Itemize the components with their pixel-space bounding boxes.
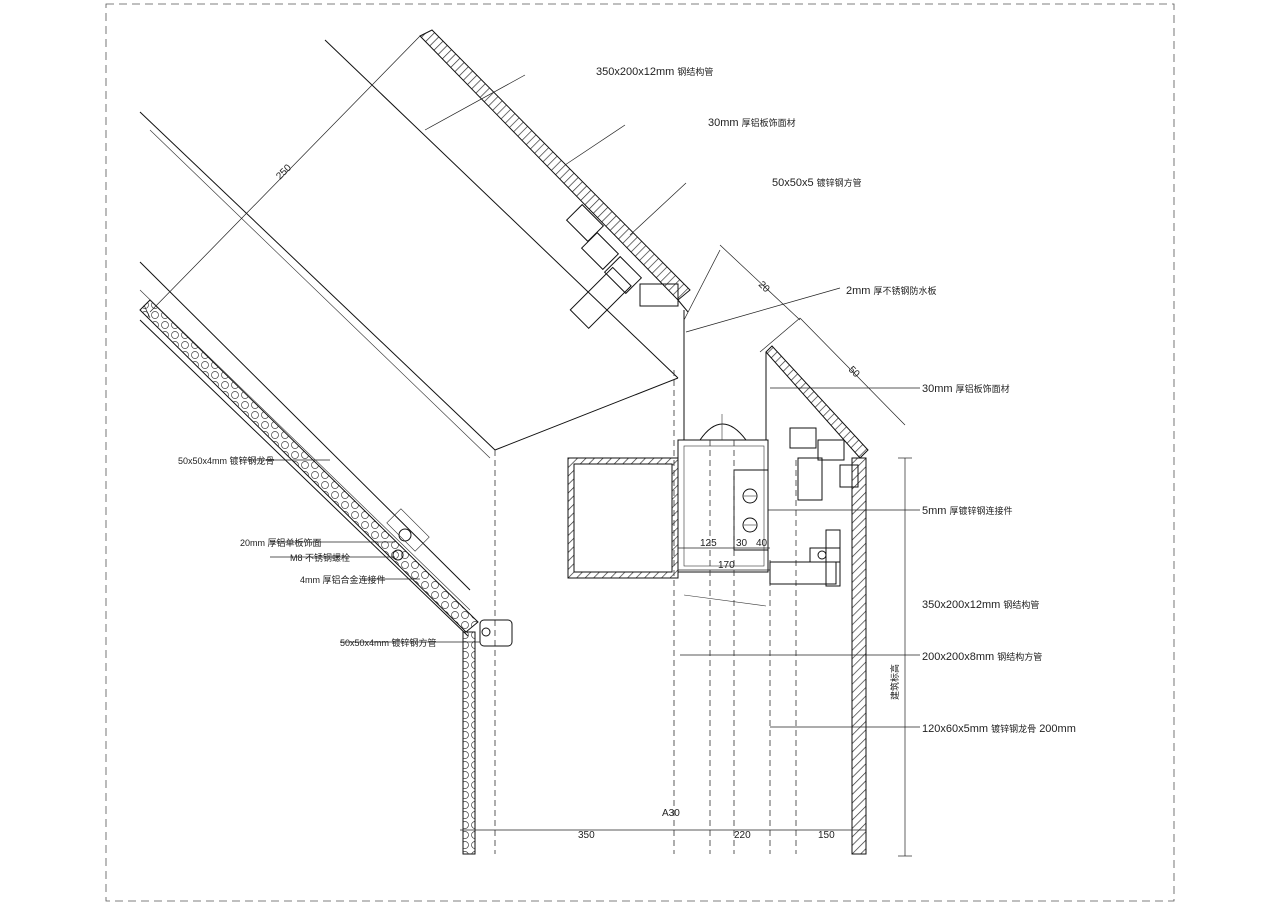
- dim-125: 125: [700, 538, 717, 549]
- label-aluminum-left: 20mm 厚铝单板饰面: [240, 537, 322, 548]
- label-vertical-elevation: 建筑标高: [889, 664, 900, 700]
- label-square-tube-left: 50x50x4mm 镀锌钢方管: [340, 637, 437, 648]
- dimension-lines: [143, 35, 912, 857]
- right-roof-wall: [765, 345, 869, 855]
- label-aluminum-right: 30mm 厚铝板饰面材: [922, 383, 1010, 395]
- dim-30: 30: [736, 538, 748, 549]
- label-aluminum-top: 30mm 厚铝板饰面材: [708, 117, 796, 129]
- dim-20: 20: [756, 279, 772, 295]
- label-square-steel: 200x200x8mm 钢结构方管: [922, 651, 1042, 663]
- center-columns: [673, 310, 797, 854]
- label-bolt: M8 不锈钢螺栓: [290, 552, 350, 563]
- label-steel-tube-top: 350x200x12mm 钢结构管: [596, 66, 713, 78]
- label-steel-tube-right: 350x200x12mm 钢结构管: [922, 599, 1039, 611]
- sheet-border: [105, 3, 1175, 902]
- dim-220: 220: [734, 830, 751, 841]
- roof-panel-upper: [139, 29, 691, 459]
- dim-170: 170: [718, 560, 735, 571]
- dim-250: 250: [274, 162, 294, 182]
- steel-box-section: [567, 414, 769, 579]
- sloped-wall-left: [139, 261, 479, 637]
- label-keel-left: 50x50x4mm 镀锌钢龙骨: [178, 455, 275, 466]
- label-connector: 5mm 厚镀锌钢连接件: [922, 505, 1013, 517]
- dim-350: 350: [578, 830, 595, 841]
- dim-a30: A30: [662, 808, 680, 819]
- dim-40: 40: [756, 538, 768, 549]
- label-square-tube: 50x50x5 镀锌钢方管: [772, 177, 862, 189]
- label-stainless-flashing: 2mm 厚不锈钢防水板: [846, 285, 937, 297]
- leader-lines: [240, 74, 920, 728]
- label-alloy-connector: 4mm 厚铝合金连接件: [300, 574, 386, 585]
- vertical-wall-left: [462, 450, 513, 855]
- dim-150: 150: [818, 830, 835, 841]
- label-keel: 120x60x5mm 镀锌钢龙骨 200mm: [922, 723, 1076, 735]
